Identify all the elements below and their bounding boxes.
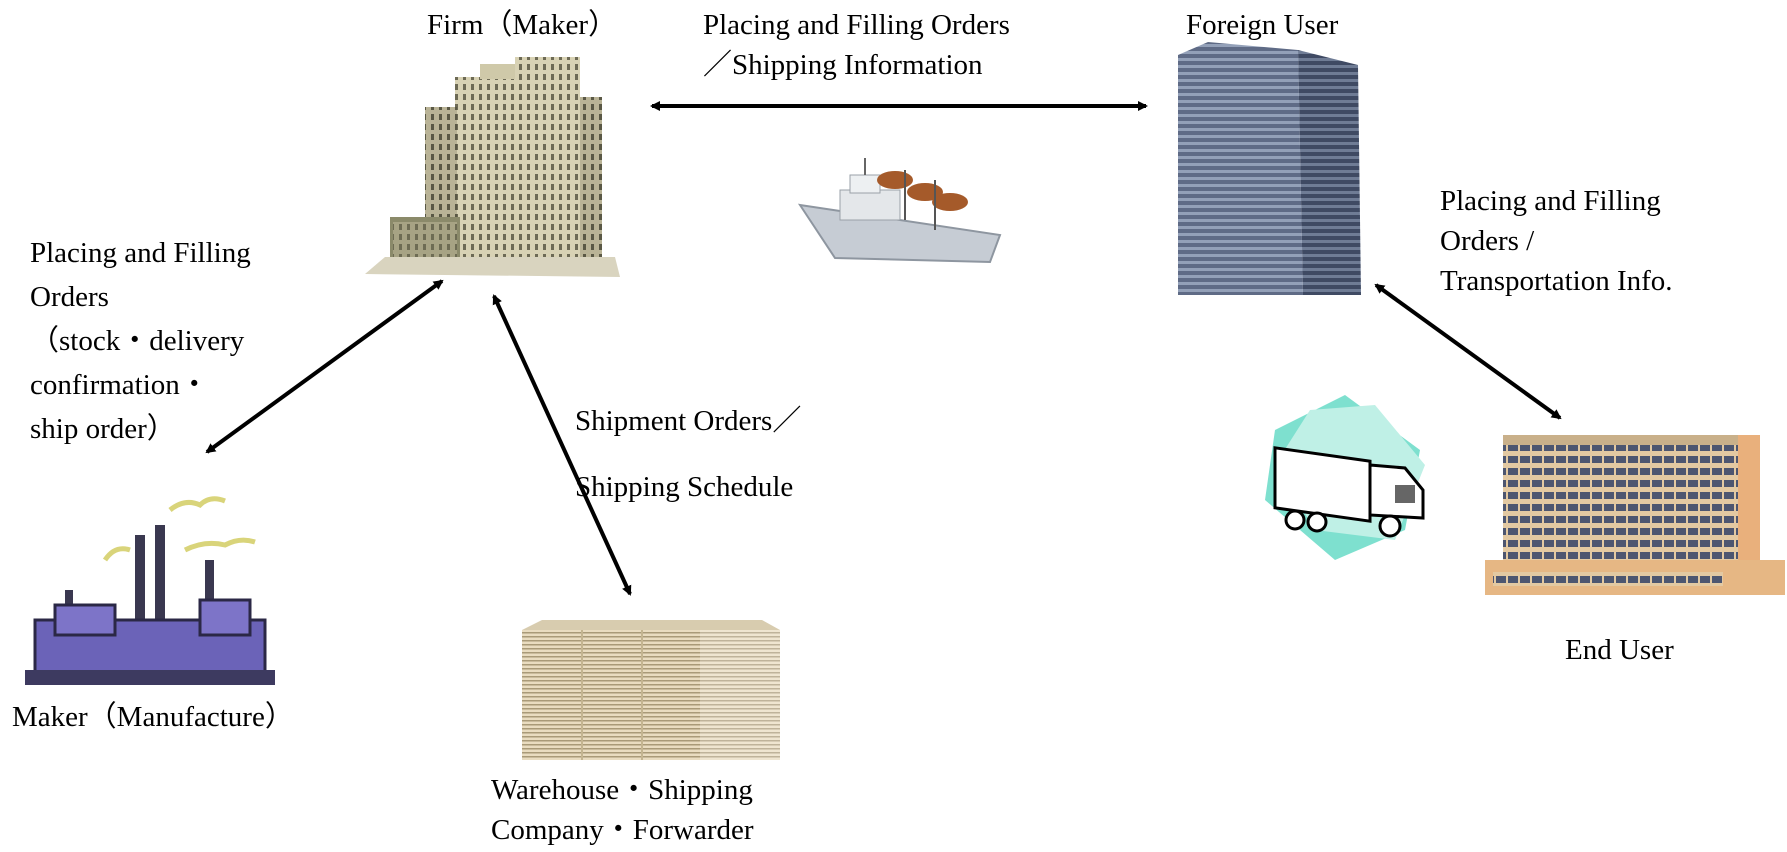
edge-label-line: Shipment Orders／ bbox=[575, 405, 802, 437]
edge-label-line: Placing and Filling bbox=[30, 237, 251, 269]
edge-label-line: Placing and Filling Orders bbox=[703, 9, 1010, 41]
warehouse-label-line-1: Warehouse・Shipping bbox=[491, 774, 753, 806]
arrow-firm-warehouse bbox=[492, 294, 632, 596]
office-building-icon bbox=[1483, 430, 1787, 600]
arrow-foreign-end bbox=[1374, 283, 1562, 420]
factory-icon bbox=[25, 490, 275, 695]
warehouse-icon bbox=[522, 618, 780, 763]
edge-label-line: Transportation Info. bbox=[1440, 265, 1673, 297]
maker-label: Maker（Manufacture） bbox=[12, 701, 294, 733]
edge-label-line: （stock・delivery bbox=[30, 325, 245, 357]
skyscraper-icon bbox=[1178, 40, 1363, 295]
office-tower-icon bbox=[365, 52, 620, 282]
edge-label-line: ship order） bbox=[30, 413, 176, 445]
firm-maker-edge-label: Placing and Filling Orders （stock・delive… bbox=[30, 231, 251, 451]
firm-warehouse-edge-label: Shipment Orders／ Shipping Schedule bbox=[575, 388, 801, 520]
arrow-firm-maker bbox=[205, 279, 444, 454]
edge-label-line: Orders bbox=[30, 281, 109, 313]
cargo-ship-icon bbox=[795, 150, 1005, 265]
truck-icon bbox=[1255, 390, 1435, 565]
edge-label-line: Orders / bbox=[1440, 225, 1535, 257]
warehouse-label: Warehouse・Shipping Company・Forwarder bbox=[491, 770, 754, 850]
edge-label-line: ／Shipping Information bbox=[703, 49, 983, 81]
foreign-user-label: Foreign User bbox=[1186, 9, 1339, 41]
firm-label: Firm（Maker） bbox=[427, 9, 618, 41]
edge-label-line: Shipping Schedule bbox=[575, 471, 794, 503]
end-user-label: End User bbox=[1565, 634, 1674, 666]
firm-foreign-edge-label: Placing and Filling Orders ／Shipping Inf… bbox=[703, 5, 1010, 85]
foreign-end-edge-label: Placing and Filling Orders / Transportat… bbox=[1440, 181, 1673, 301]
warehouse-label-line-2: Company・Forwarder bbox=[491, 814, 754, 846]
edge-label-line: confirmation・ bbox=[30, 369, 209, 401]
edge-label-line: Placing and Filling bbox=[1440, 185, 1661, 217]
